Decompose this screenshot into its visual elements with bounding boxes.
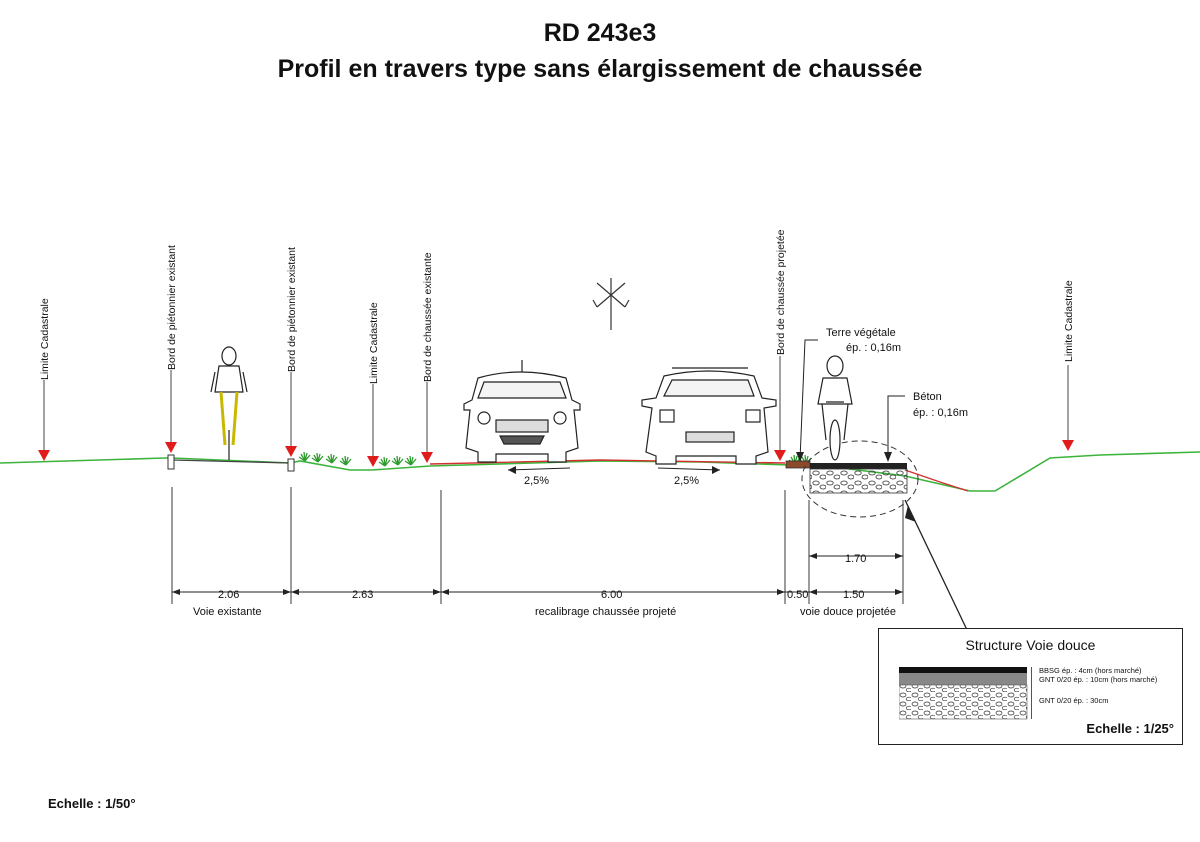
legend-layer-gnt-30: GNT 0/20 ép. : 30cm [1039, 696, 1109, 705]
drawing-scale: Echelle : 1/50° [48, 796, 136, 811]
label-voie-douce: voie douce projetée [800, 606, 896, 618]
detail-leader [904, 499, 969, 633]
terre-label: Terre végétale [826, 327, 896, 339]
dim-voie-douce: 1.50 [843, 589, 864, 601]
orientation-symbol [592, 278, 630, 330]
slope-right: 2,5% [657, 466, 721, 487]
marker-label: Limite Cadastrale [39, 298, 51, 380]
concrete-layer [810, 463, 907, 469]
dim-bande: 0.50 [787, 589, 808, 601]
road-surface [171, 459, 291, 464]
structure-legend: Structure Voie douce BBSG ép. : 4cm (hor… [878, 628, 1183, 745]
annotation-terre-vegetale: Terre végétale ép. : 0,16m [796, 327, 901, 462]
ground-profile [0, 451, 1200, 492]
label-voie-existante: Voie existante [193, 606, 262, 618]
projected-slope [904, 469, 969, 492]
marker-limite-cadastrale-left: Limite Cadastrale [38, 298, 51, 461]
curb-post [287, 458, 295, 472]
drawing-title: RD 243e3 [543, 19, 657, 47]
marker-label: Limite Cadastrale [368, 302, 380, 384]
slope-left: 2,5% [507, 466, 571, 487]
topsoil-layer [785, 460, 811, 469]
marker-bord-pietonnier-1: Bord de piétonnier existant [165, 245, 178, 453]
marker-label: Limite Cadastrale [1063, 280, 1075, 362]
legend-scale: Echelle : 1/25° [1086, 721, 1174, 736]
dimension-ticks [172, 553, 903, 595]
marker-label: Bord de piétonnier existant [286, 247, 298, 372]
detail-ellipse [801, 440, 919, 518]
projected-carriageway [429, 459, 786, 465]
legend-bracket [1031, 667, 1032, 719]
curb-post [167, 454, 175, 470]
legend-layer-bbsg: BBSG ép. : 4cm (hors marché) [1039, 666, 1142, 675]
marker-label: Bord de chaussée projetée [775, 229, 787, 355]
cyclist-figure [817, 355, 853, 461]
leader-arrow [905, 505, 916, 522]
dim-chaussee: 6.00 [601, 589, 622, 601]
dim-voie-existante: 2.06 [218, 589, 239, 601]
annotation-beton: Béton ép. : 0,16m [884, 391, 968, 462]
dim-total-voie-douce: 1.70 [845, 553, 866, 565]
legend-structure-diagram [899, 667, 1028, 720]
slope-label: 2,5% [524, 475, 549, 487]
marker-bord-pietonnier-2: Bord de piétonnier existant [285, 247, 298, 457]
car-front-view [463, 360, 581, 463]
marker-limite-cadastrale-mid: Limite Cadastrale [367, 302, 380, 467]
terre-thickness: ép. : 0,16m [846, 342, 901, 354]
dimension-lines [171, 487, 904, 604]
marker-label: Bord de chaussée existante [422, 252, 434, 382]
label-chaussee: recalibrage chaussée projeté [535, 606, 676, 618]
slope-label: 2,5% [674, 475, 699, 487]
marker-limite-cadastrale-right: Limite Cadastrale [1062, 280, 1075, 451]
marker-label: Bord de piétonnier existant [166, 245, 178, 370]
marker-bord-chaussee-existante: Bord de chaussée existante [421, 252, 434, 463]
legend-layer-gnt-10: GNT 0/20 ép. : 10cm (hors marché) [1039, 675, 1158, 684]
pedestrian-figure [210, 346, 248, 460]
beton-thickness: ép. : 0,16m [913, 407, 968, 419]
beton-label: Béton [913, 391, 942, 403]
drawing-subtitle: Profil en travers type sans élargissemen… [277, 55, 923, 83]
marker-bord-chaussee-projetee: Bord de chaussée projetée [774, 229, 787, 461]
gravel-layer [809, 468, 908, 494]
dim-accotement: 2.63 [352, 589, 373, 601]
legend-title: Structure Voie douce [965, 637, 1096, 653]
car-rear-view [641, 367, 777, 465]
